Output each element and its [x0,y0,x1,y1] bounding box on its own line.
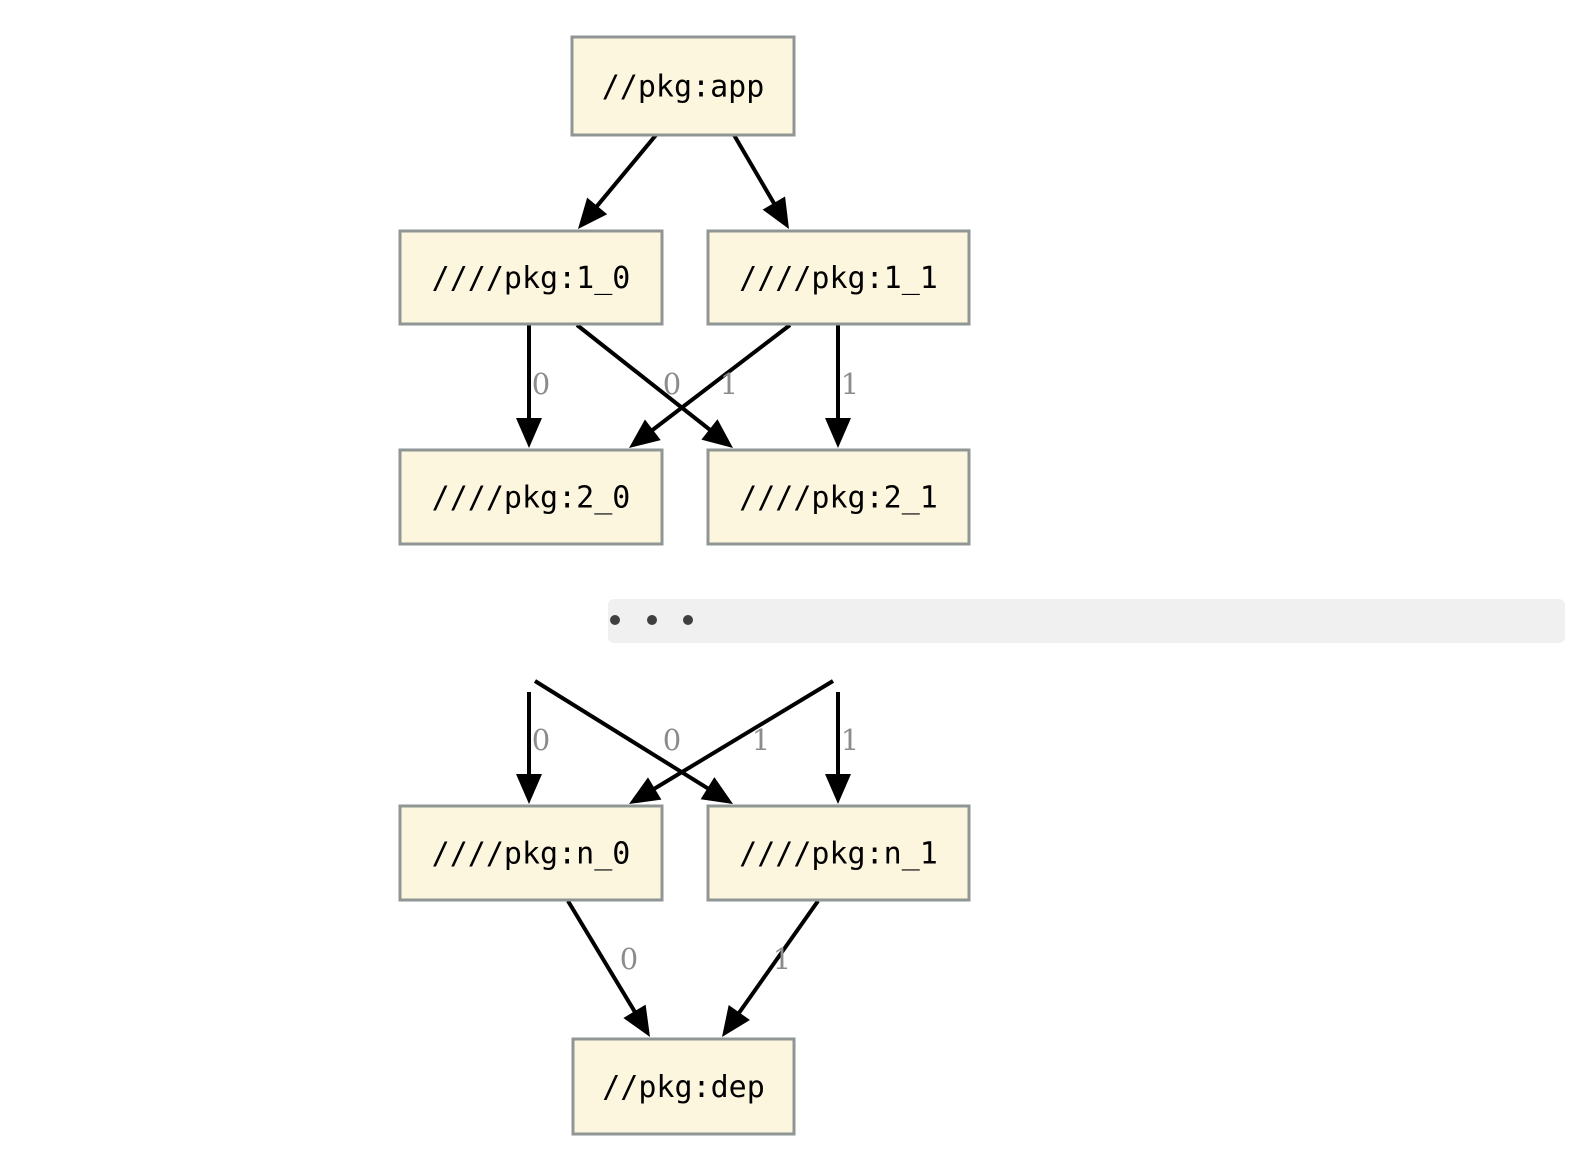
graph-edge [578,133,658,229]
node-label: //pkg:app [602,70,765,105]
edge-layer: 0 0 1 1 0 0 1 1 0 1 [516,133,859,1037]
edge-arrowhead-icon [516,418,542,448]
edge-arrowhead-icon [825,774,851,804]
edge-label: 0 [663,367,681,401]
node-box[interactable] [398,804,664,902]
edge-label: 1 [841,723,859,757]
graph-edge: 1 [722,899,820,1037]
edge-label: 0 [663,723,681,757]
edge-line [533,679,716,795]
node-label: ////pkg:1_0 [432,261,631,296]
edge-label: 1 [841,367,859,401]
graph-edge: 1 [825,325,859,448]
edge-arrowhead-icon [578,197,608,229]
graph-node-n1_0[interactable]: ////pkg:1_0 [398,229,664,326]
edge-label: 0 [532,723,550,757]
graph-node-nn_1[interactable]: ////pkg:n_1 [706,804,971,902]
node-box[interactable] [571,1037,796,1136]
edge-arrowhead-icon [629,419,661,448]
node-box[interactable] [570,35,796,137]
edge-arrowhead-icon [762,196,789,229]
graph-node-nn_0[interactable]: ////pkg:n_0 [398,804,664,902]
graph-node-dep[interactable]: //pkg:dep [571,1037,796,1136]
graph-edge: 1 [629,323,792,448]
node-box[interactable] [706,804,971,902]
node-label: ////pkg:n_1 [739,837,938,872]
edge-arrowhead-icon [700,777,733,804]
ellipsis-separator [608,599,1565,643]
edge-line [646,679,835,795]
node-box[interactable] [706,448,971,546]
edge-line [566,899,641,1020]
graph-edge: 0 [516,325,550,448]
node-label: ////pkg:2_1 [739,481,938,516]
edge-arrowhead-icon [623,1004,650,1037]
graph-edge [732,133,789,229]
graph-edge: 0 [516,692,550,804]
node-box[interactable] [398,229,664,326]
edge-arrowhead-icon [701,419,733,448]
edge-label: 0 [620,942,638,976]
node-label: //pkg:dep [602,1070,765,1105]
edge-line [733,899,820,1021]
node-box[interactable] [706,229,971,326]
ellipsis-band [608,599,1565,643]
graph-edge: 1 [629,679,835,804]
node-label: ////pkg:2_0 [432,481,631,516]
edge-arrowhead-icon [825,418,851,448]
edge-label: 0 [532,367,550,401]
graph-node-app[interactable]: //pkg:app [570,35,796,137]
edge-line [732,133,780,212]
graph-edge: 0 [566,899,650,1037]
node-box[interactable] [398,448,664,546]
graph-node-n2_0[interactable]: ////pkg:2_0 [398,448,664,546]
edge-line [590,133,658,214]
edge-line [575,323,717,436]
graph-node-n1_1[interactable]: ////pkg:1_1 [706,229,971,326]
edge-line [645,323,792,437]
graph-edge: 0 [575,323,733,448]
edge-arrowhead-icon [722,1004,750,1037]
ellipsis-dot [647,615,657,625]
graph-node-n2_1[interactable]: ////pkg:2_1 [706,448,971,546]
node-layer: //pkg:app ////pkg:1_0 ////pkg:1_1 ////pkg:2… [398,35,971,1136]
edge-arrowhead-icon [516,774,542,804]
edge-label: 1 [720,367,738,401]
edge-label: 1 [752,723,770,757]
edge-label: 1 [773,942,791,976]
edge-arrowhead-icon [629,777,662,804]
node-label: ////pkg:n_0 [432,837,631,872]
graph-edge: 0 [533,679,733,804]
ellipsis-dot [610,615,620,625]
node-label: ////pkg:1_1 [739,261,938,296]
ellipsis-dot [683,615,693,625]
graph-edge: 1 [825,692,859,804]
